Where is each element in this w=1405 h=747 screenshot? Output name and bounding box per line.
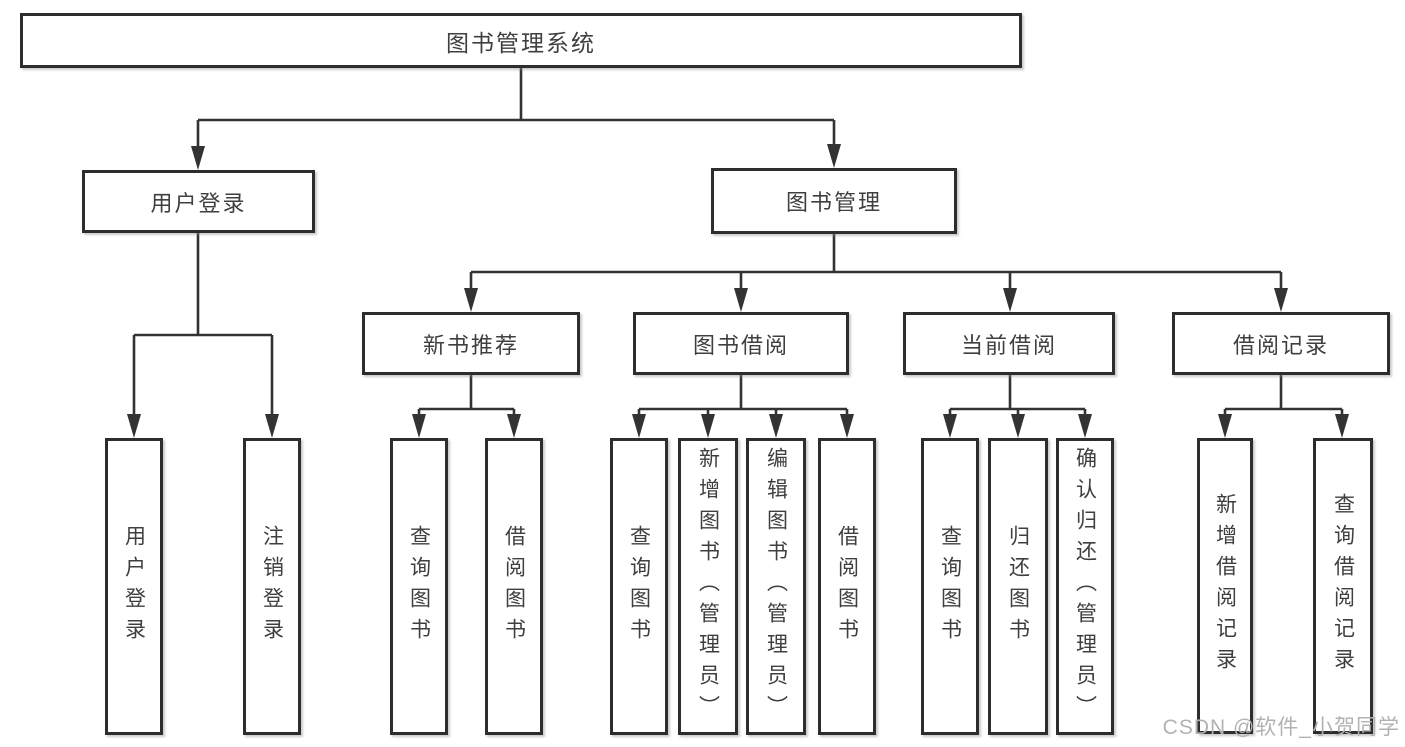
node-label: 图书管理	[785, 190, 882, 215]
node-book-management: 图书管理	[711, 168, 957, 234]
node-label: 查询借阅记录	[1331, 493, 1355, 679]
csdn-watermark: CSDN @软件_小贺同学	[1162, 716, 1400, 739]
connector-book-management-to-level3	[464, 234, 1288, 312]
node-label: 新增图书（管理员）	[696, 447, 720, 726]
leaf-user-login: 用户登录	[105, 438, 163, 735]
node-label: 用户登录	[150, 190, 247, 216]
leaf-query-books-current: 查询图书	[921, 438, 979, 735]
node-label: 查询图书	[407, 524, 431, 649]
node-library-management-system: 图书管理系统	[20, 13, 1022, 68]
connector-new-book-to-leaves	[412, 375, 521, 438]
node-label: 当前借阅	[960, 332, 1057, 358]
leaf-query-books-borrowing: 查询图书	[610, 438, 668, 735]
leaf-edit-books-admin: 编辑图书（管理员）	[746, 438, 806, 735]
leaf-add-borrow-record: 新增借阅记录	[1197, 438, 1253, 734]
connector-borrowing-records-to-leaves	[1218, 375, 1349, 438]
connector-user-login-to-leaves	[127, 233, 279, 438]
leaf-confirm-return-admin: 确认归还（管理员）	[1056, 438, 1114, 735]
node-label: 注销登录	[260, 524, 284, 649]
leaf-query-books-recommend: 查询图书	[390, 438, 448, 735]
leaf-logout: 注销登录	[243, 438, 301, 735]
node-label: 用户登录	[122, 524, 146, 649]
node-label: 新增借阅记录	[1213, 493, 1237, 679]
leaf-borrow-books: 借阅图书	[818, 438, 876, 735]
node-current-borrowing: 当前借阅	[903, 312, 1115, 375]
node-label: 查询图书	[938, 524, 962, 649]
node-label: 借阅图书	[835, 524, 859, 649]
node-new-book-recommend: 新书推荐	[362, 312, 580, 375]
node-label: 新书推荐	[422, 332, 519, 358]
connector-book-borrowing-to-leaves	[632, 375, 854, 438]
node-label: 借阅图书	[502, 524, 526, 649]
node-label: 图书借阅	[692, 332, 789, 358]
node-label: 确认归还（管理员）	[1073, 447, 1097, 726]
node-user-login: 用户登录	[82, 170, 315, 233]
leaf-add-books-admin: 新增图书（管理员）	[678, 438, 738, 735]
node-label: 借阅记录	[1232, 332, 1329, 358]
node-borrowing-records: 借阅记录	[1172, 312, 1390, 375]
node-label: 归还图书	[1006, 524, 1030, 649]
connector-current-borrowing-to-leaves	[943, 375, 1092, 438]
node-book-borrowing: 图书借阅	[633, 312, 849, 375]
leaf-return-books: 归还图书	[988, 438, 1048, 735]
leaf-borrow-books-recommend: 借阅图书	[485, 438, 543, 735]
node-label: 图书管理系统	[446, 29, 596, 56]
connector-root-to-level2	[191, 68, 841, 170]
node-label: 编辑图书（管理员）	[764, 447, 788, 726]
leaf-query-borrow-record: 查询借阅记录	[1313, 438, 1373, 734]
node-label: 查询图书	[627, 524, 651, 649]
